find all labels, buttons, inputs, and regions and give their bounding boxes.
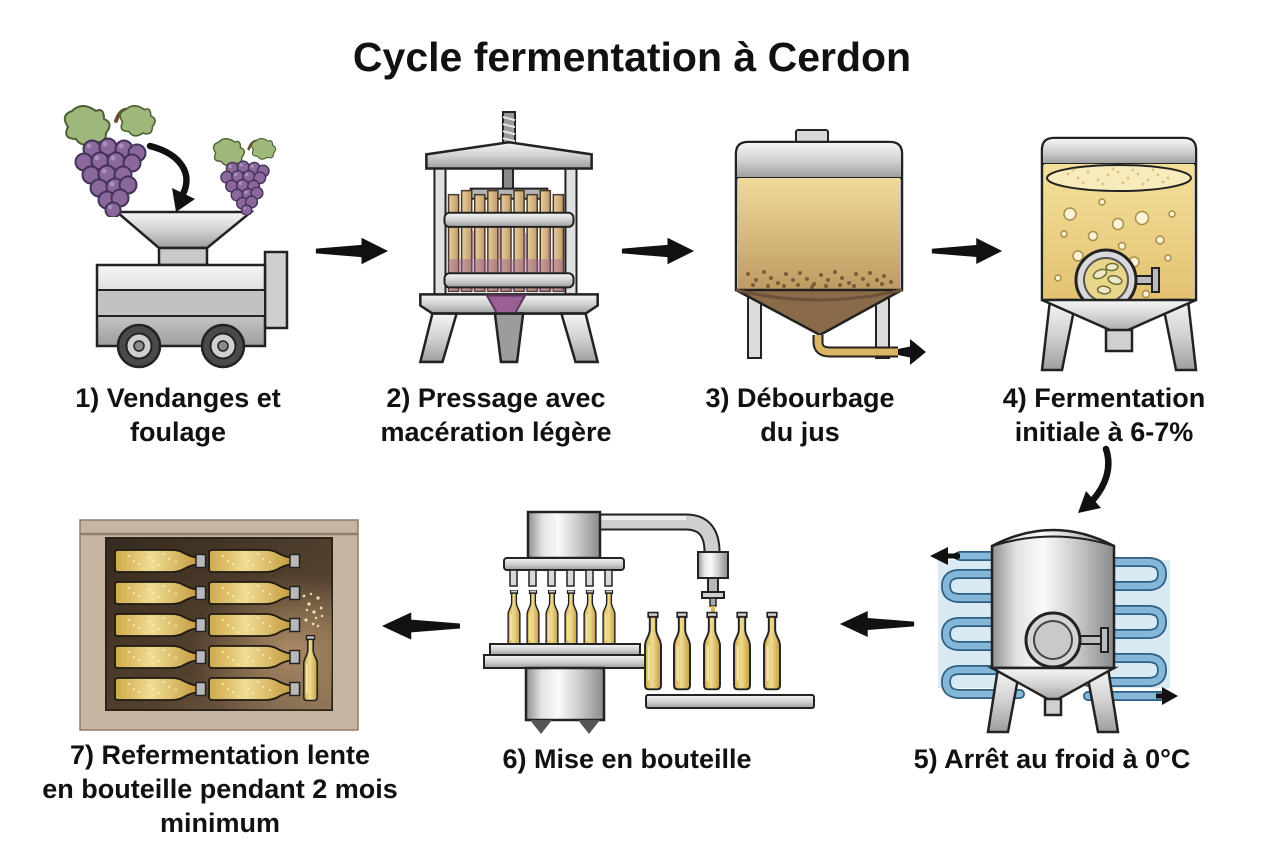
grape-crusher-icon xyxy=(55,100,289,369)
caption-line: minimum xyxy=(159,808,280,839)
settling-tank-icon xyxy=(734,129,926,365)
fermentation-tank-icon xyxy=(1040,136,1198,372)
step-4-caption: 4) Fermentation initiale à 6-7% xyxy=(979,381,1229,449)
wine-press-icon xyxy=(418,111,600,364)
grape-bunch-icon xyxy=(212,138,278,215)
caption-line: 7) Refermentation lente xyxy=(69,740,371,770)
step-6-caption: 6) Mise en bouteille xyxy=(502,742,752,776)
filler-head-icon xyxy=(697,551,729,579)
caption-line: en bouteille pendant 2 mois xyxy=(42,774,398,805)
step-5-caption: 5) Arrêt au froid à 0°C xyxy=(902,742,1202,776)
arrow-step6-to-step7 xyxy=(381,612,461,640)
step-3-caption: 3) Débourbage du jus xyxy=(675,381,925,449)
caption-line: 2) Pressage avec xyxy=(386,383,606,413)
bubbles-icon xyxy=(1054,198,1176,299)
wine-cellar-icon xyxy=(79,519,359,731)
caption-line: du jus xyxy=(760,417,840,448)
cooling-coils-icon xyxy=(940,551,1169,701)
caption-line: initiale à 6-7% xyxy=(1014,417,1194,448)
sediment-dots-icon xyxy=(746,270,893,289)
drop-arrow-icon xyxy=(146,142,195,212)
step-1-caption: 1) Vendanges et foulage xyxy=(53,381,303,449)
arrow-step3-to-step4 xyxy=(931,238,1003,264)
grape-bunch-icon xyxy=(65,106,155,218)
sparkle-bubbles-icon xyxy=(302,592,324,628)
arrow-step2-to-step3 xyxy=(621,237,695,265)
coolant-in-arrow-icon xyxy=(1162,687,1178,705)
arrow-step1-to-step2 xyxy=(315,237,389,265)
arrow-step5-to-step6 xyxy=(839,611,915,637)
caption-line: 6) Mise en bouteille xyxy=(502,744,752,774)
step-7-caption: 7) Refermentation lente en bouteille pen… xyxy=(30,738,410,840)
caption-line: 4) Fermentation xyxy=(1002,383,1206,413)
conveyor-icon xyxy=(645,694,815,709)
diagram-title: Cycle fermentation à Cerdon xyxy=(352,34,912,80)
caption-line: 1) Vendanges et xyxy=(75,383,281,413)
outflow-arrow-icon xyxy=(898,339,926,365)
step-2-caption: 2) Pressage avec macération légère xyxy=(371,381,621,449)
coolant-out-arrow-icon xyxy=(930,547,948,565)
outlet-pipe-icon xyxy=(814,335,898,356)
caption-line: macération légère xyxy=(380,417,612,448)
wheel-icon xyxy=(116,323,246,369)
cooling-tank-icon xyxy=(930,528,1178,734)
bottling-machine-icon xyxy=(483,510,815,734)
caption-line: 3) Débourbage xyxy=(705,383,895,413)
caption-line: 5) Arrêt au froid à 0°C xyxy=(913,744,1191,774)
filler-nozzles-icon xyxy=(509,569,613,587)
caption-line: foulage xyxy=(129,417,226,448)
arrow-step4-to-step5 xyxy=(1078,445,1112,513)
